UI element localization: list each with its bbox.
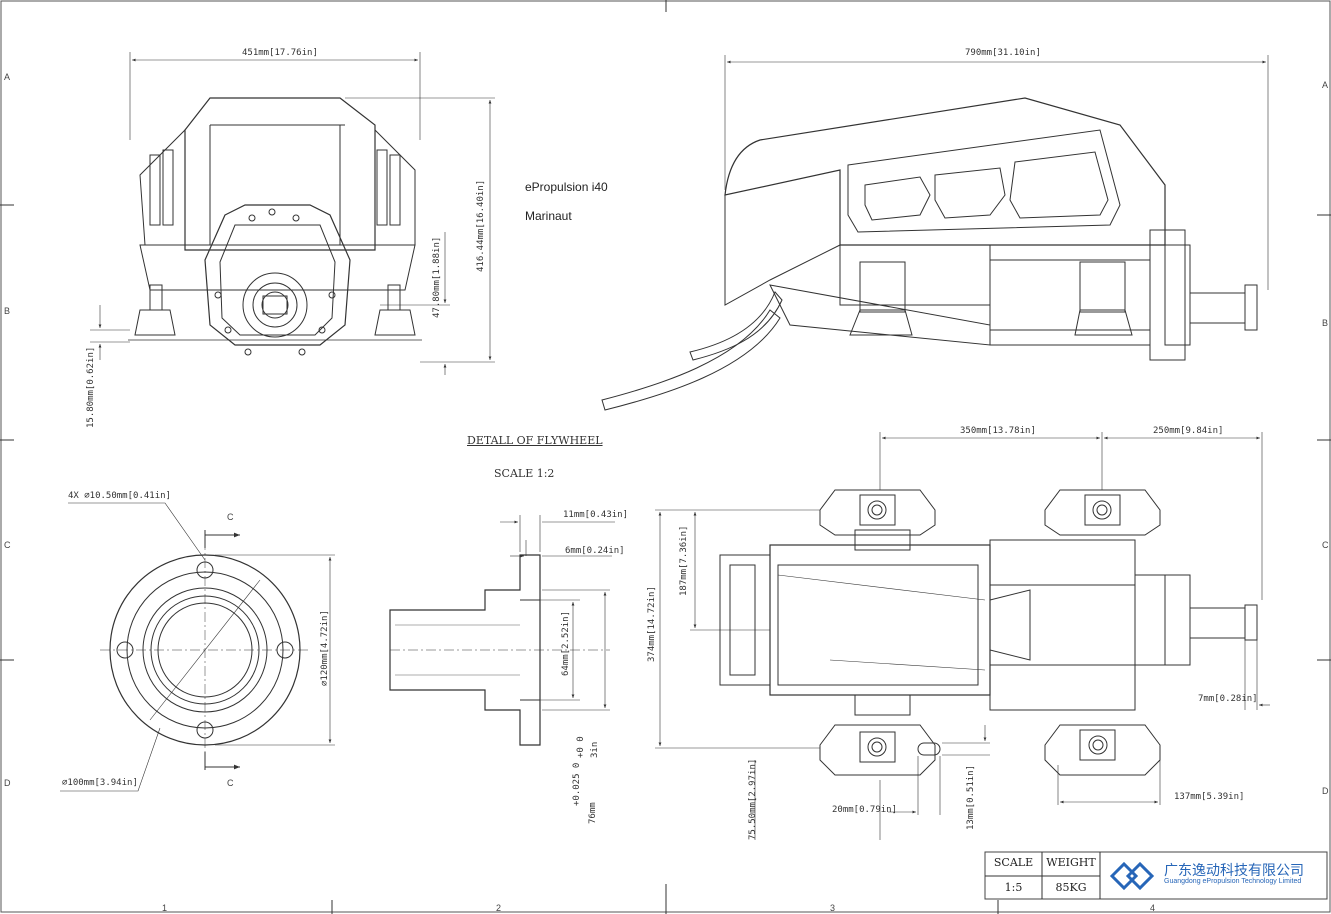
dim-top-mount-span: 350mm[13.78in] <box>960 426 1036 436</box>
grid-col-4: 4 <box>1150 903 1156 913</box>
grid-row-c-right: C <box>1322 540 1329 550</box>
dim-front-height: 416.44mm[16.40in] <box>476 179 486 272</box>
company-name-en: Guangdong ePropulsion Technology Limited <box>1164 878 1302 885</box>
dim-top-hole-height: 13mm[0.51in] <box>966 764 976 830</box>
company-name-cn: 广东逸动科技有限公司 <box>1164 863 1304 879</box>
dim-hub-tolerance-mm: +0.025 0 <box>572 762 582 806</box>
detail-title: DETALL OF FLYWHEEL <box>467 434 603 447</box>
grid-col-1: 1 <box>162 903 168 913</box>
dim-hub-nominal-mm: 76mm <box>588 802 598 824</box>
grid-col-3: 3 <box>830 903 836 913</box>
grid-row-a-left: A <box>4 72 11 82</box>
scale-value: 1:5 <box>1004 881 1023 894</box>
title-block: SCALE WEIGHT 1:5 85KG <box>985 852 1327 899</box>
dim-hub-nominal-in: 3in <box>590 741 600 758</box>
dim-flange-bolt-circle: ⌀120mm[4.72in] <box>320 610 330 686</box>
grid-row-a-right: A <box>1322 80 1329 90</box>
dim-top-mount-foot-offset: 75.50mm[2.97in] <box>748 758 758 840</box>
grid-row-b-left: B <box>4 306 11 316</box>
hub-section <box>389 515 615 746</box>
grid-row-b-right: B <box>1322 318 1329 328</box>
dim-hub-bore: 64mm[2.52in] <box>561 610 571 676</box>
dim-front-width: 451mm[17.76in] <box>242 48 318 58</box>
dim-hub-step: 6mm[0.24in] <box>565 546 625 556</box>
dim-front-foot: 15.80mm[0.62in] <box>86 346 96 428</box>
grid-col-2: 2 <box>496 903 502 913</box>
weight-value: 85KG <box>1055 881 1087 894</box>
dim-top-hole-width: 20mm[0.79in] <box>832 805 898 815</box>
dim-hub-flange-thickness: 11mm[0.43in] <box>563 510 629 520</box>
dim-top-shaft-protrusion: 7mm[0.28in] <box>1198 694 1258 704</box>
dim-top-width: 374mm[14.72in] <box>647 586 657 662</box>
side-view <box>601 55 1269 411</box>
grid-row-d-left: D <box>4 778 11 788</box>
dim-front-shaft-height: 47.80mm[1.88in] <box>432 236 442 318</box>
section-marker-top: C <box>227 512 234 522</box>
dim-flange-bore: ⌀100mm[3.94in] <box>62 778 138 788</box>
dim-top-half-width: 187mm[7.36in] <box>679 525 689 596</box>
customer-label: Marinaut <box>525 209 572 223</box>
front-view <box>90 52 495 375</box>
company-logo-icon <box>1109 861 1155 891</box>
dim-hub-tolerance-in: +0 0 <box>576 736 586 758</box>
dim-flange-holes: 4X ⌀10.50mm[0.41in] <box>68 491 171 501</box>
weight-label: WEIGHT <box>1046 856 1096 869</box>
grid-row-c-left: C <box>4 540 11 550</box>
flange-detail <box>60 502 335 792</box>
scale-label: SCALE <box>993 856 1034 869</box>
dim-top-shaft-offset: 250mm[9.84in] <box>1153 426 1224 436</box>
dim-top-rear-mount: 137mm[5.39in] <box>1174 792 1245 802</box>
grid-row-d-right: D <box>1322 786 1329 796</box>
top-view <box>655 432 1270 840</box>
detail-scale: SCALE 1:2 <box>494 467 555 480</box>
model-label: ePropulsion i40 <box>525 180 608 194</box>
dim-side-length: 790mm[31.10in] <box>965 48 1041 58</box>
section-marker-bottom: C <box>227 778 234 788</box>
